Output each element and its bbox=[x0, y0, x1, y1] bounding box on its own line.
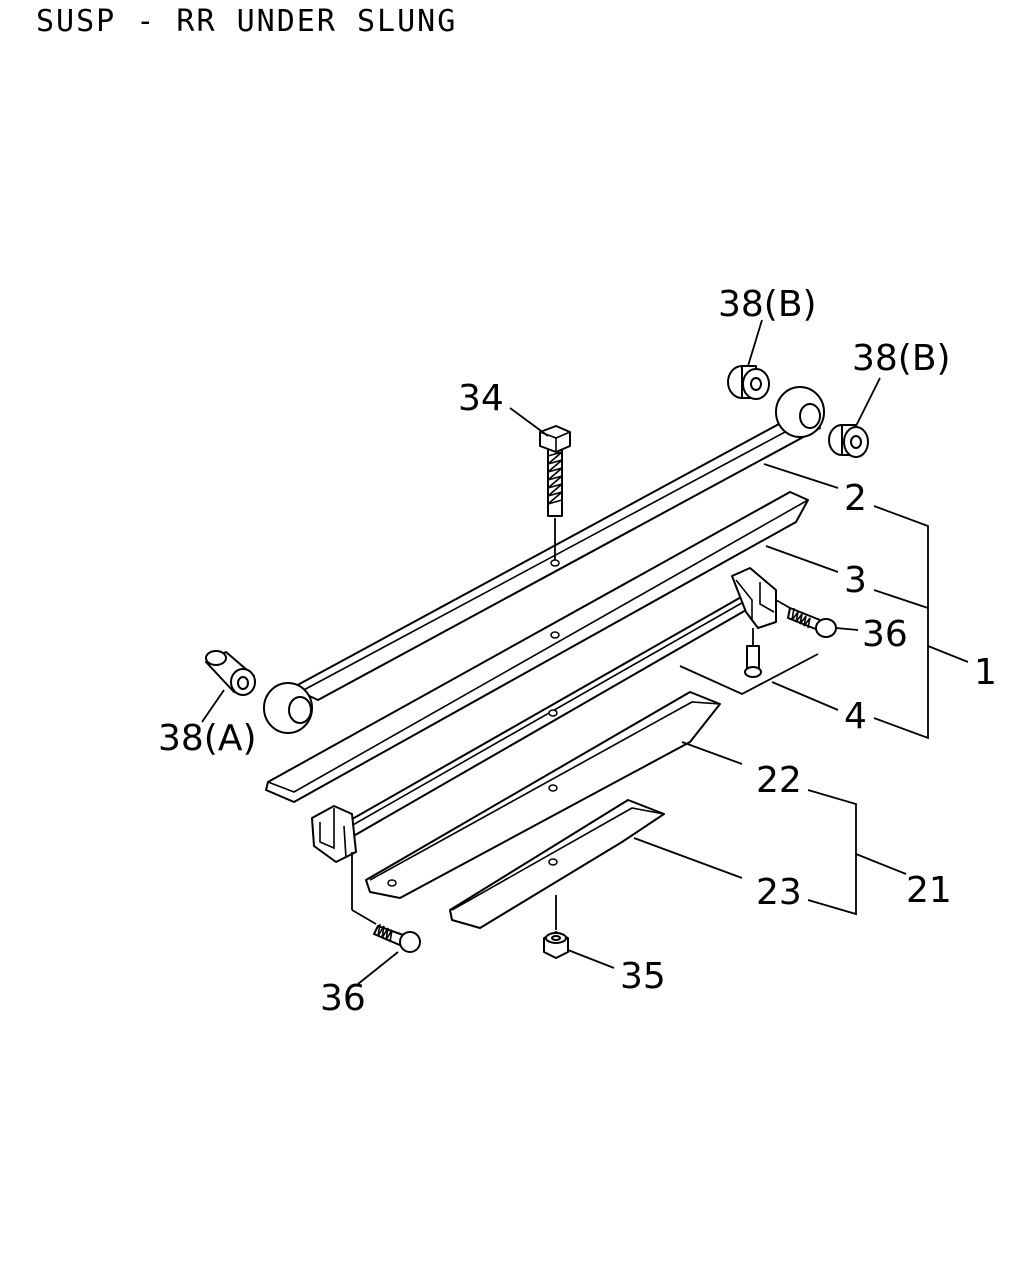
center-bolt-34 bbox=[539, 425, 571, 560]
leaf-4 bbox=[311, 567, 777, 863]
bushing-38b-top bbox=[727, 365, 770, 400]
label-36-bottom: 36 bbox=[320, 978, 366, 1019]
leaf-22 bbox=[365, 691, 721, 899]
clip-small-bolt bbox=[744, 628, 762, 678]
nut-35 bbox=[543, 895, 569, 959]
main-leaf-2 bbox=[263, 386, 825, 734]
bushing-38a bbox=[205, 650, 256, 696]
label-34: 34 bbox=[458, 378, 504, 419]
leader-lines bbox=[201, 319, 969, 985]
label-21: 21 bbox=[906, 870, 952, 911]
callout-labels: 34 38(B) 38(B) 2 3 36 1 4 38(A) 22 21 23… bbox=[158, 284, 997, 1019]
label-36-right: 36 bbox=[862, 614, 908, 655]
clip-bolt-36-bottom bbox=[351, 852, 421, 953]
rebound-clip-front bbox=[311, 805, 357, 863]
label-22: 22 bbox=[756, 760, 802, 801]
clip-bolt-36-right bbox=[775, 599, 837, 638]
label-2: 2 bbox=[844, 478, 867, 519]
label-3: 3 bbox=[844, 560, 867, 601]
rebound-clip-rear bbox=[731, 567, 777, 629]
label-38a: 38(A) bbox=[158, 718, 257, 759]
page-title: SUSP - RR UNDER SLUNG bbox=[36, 4, 458, 39]
leaf-3 bbox=[265, 491, 809, 803]
label-23: 23 bbox=[756, 872, 802, 913]
label-38b-top: 38(B) bbox=[718, 284, 817, 325]
label-1: 1 bbox=[974, 652, 997, 693]
bushing-38b-right bbox=[828, 424, 869, 458]
label-35: 35 bbox=[620, 956, 666, 997]
label-38b-right: 38(B) bbox=[852, 338, 951, 379]
label-4: 4 bbox=[844, 696, 867, 737]
leaf-23 bbox=[449, 799, 665, 929]
